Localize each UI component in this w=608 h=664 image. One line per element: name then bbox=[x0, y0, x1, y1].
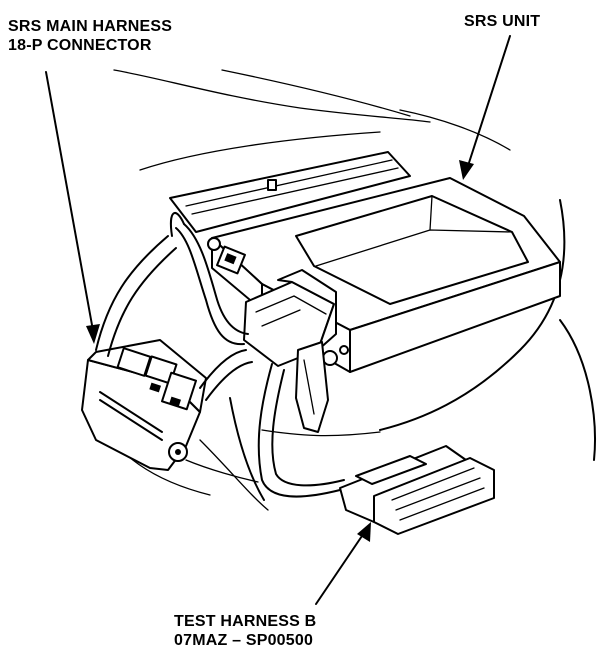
test-harness-label-line1: TEST HARNESS B bbox=[174, 613, 317, 630]
leader-arrows bbox=[45, 35, 511, 605]
srs-main-harness-label-line2: 18-P CONNECTOR bbox=[8, 37, 152, 54]
unit-leader-line bbox=[465, 35, 511, 173]
srs-main-harness-label-line1: SRS MAIN HARNESS bbox=[8, 18, 173, 35]
harness-leader-line bbox=[45, 71, 95, 337]
srs-main-harness-connector bbox=[81, 339, 207, 471]
test-harness-leader-line bbox=[315, 529, 367, 605]
unit-arrowhead-icon bbox=[459, 160, 474, 180]
test-harness-label: TEST HARNESS B 07MAZ – SP00500 bbox=[174, 612, 316, 650]
test-harness-connector bbox=[339, 445, 495, 535]
harness-arrowhead-icon bbox=[86, 324, 100, 344]
vehicle-body-outline bbox=[89, 69, 596, 511]
srs-unit-connector bbox=[243, 269, 337, 433]
test-harness-arrowhead-icon bbox=[357, 522, 371, 542]
srs-unit bbox=[169, 151, 561, 373]
srs-unit-label: SRS UNIT bbox=[464, 13, 541, 30]
srs-main-harness-label: SRS MAIN HARNESS 18-P CONNECTOR bbox=[8, 17, 172, 55]
test-harness-label-line2: 07MAZ – SP00500 bbox=[174, 632, 314, 649]
harness-cables bbox=[95, 212, 345, 501]
